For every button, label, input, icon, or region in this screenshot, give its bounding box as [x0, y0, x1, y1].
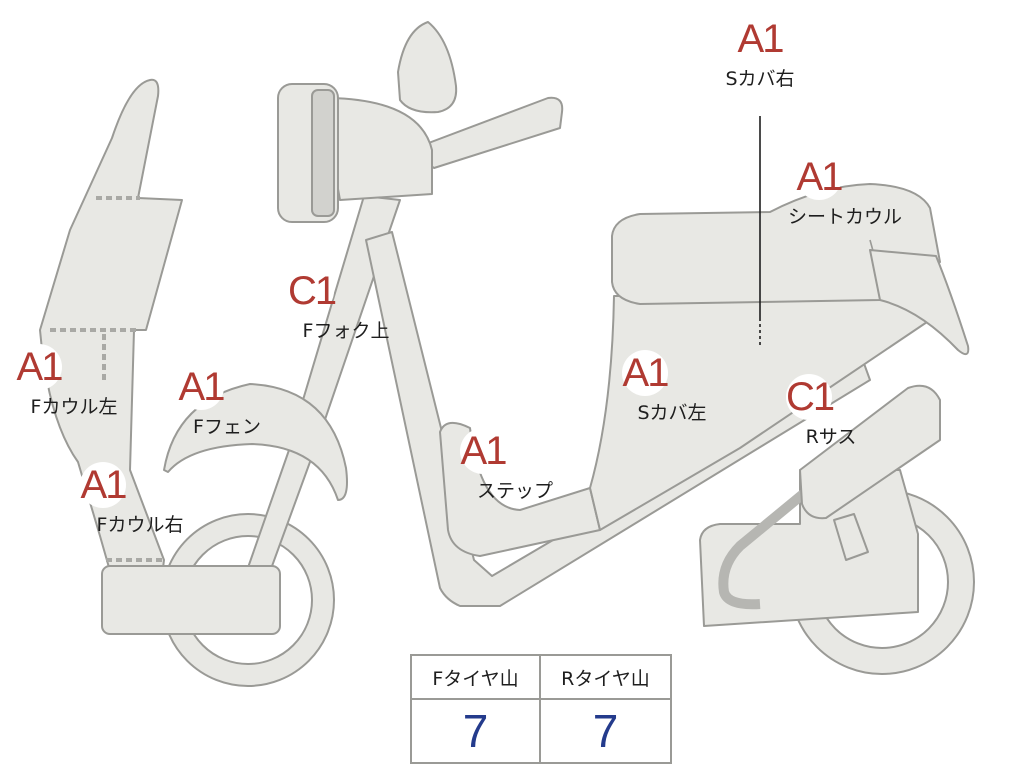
marker-f-fork-upper: C1 Fフォク上 — [276, 268, 416, 343]
part-label: Sカバ右 — [725, 68, 795, 90]
damage-code: A1 — [737, 17, 785, 61]
headlight-rim — [311, 89, 335, 217]
part-label: Fフェン — [193, 416, 261, 438]
marker-r-suspension: C1 Rサス — [786, 374, 876, 449]
front-tire-value: 7 — [412, 700, 541, 762]
marker-badge: A1 — [622, 350, 670, 396]
damage-code: A1 — [178, 365, 226, 409]
damage-code: A1 — [16, 345, 64, 389]
damage-code: C1 — [786, 375, 835, 419]
engine — [699, 469, 919, 627]
damage-code: A1 — [460, 429, 508, 473]
rear-tire-value: 7 — [592, 705, 619, 757]
tail-cowl — [869, 249, 970, 356]
marker-f-fender: A1 Fフェン — [172, 364, 282, 439]
part-label: Sカバ左 — [637, 402, 707, 424]
part-label: Fカウル左 — [30, 396, 118, 418]
damage-code: A1 — [622, 351, 670, 395]
rear-shock-spring — [833, 513, 869, 561]
marker-s-cover-left: A1 Sカバ左 — [622, 350, 722, 425]
marker-badge: A1 — [737, 16, 785, 62]
seat — [611, 183, 941, 305]
floor-step — [439, 421, 601, 557]
handlebar — [409, 96, 564, 169]
front-fender — [163, 383, 348, 501]
marker-badge: C1 — [288, 268, 337, 314]
tire-tread-table: Fタイヤ山 Rタイヤ山 7 7 — [410, 654, 672, 764]
damage-code: C1 — [288, 269, 337, 313]
part-label: Fフォク上 — [302, 320, 390, 342]
exhaust-pipe — [718, 486, 812, 610]
part-label: Rサス — [805, 426, 857, 448]
marker-badge: A1 — [178, 364, 226, 410]
marker-step: A1 ステップ — [460, 428, 570, 503]
marker-s-cover-right: A1 Sカバ右 — [724, 16, 796, 91]
damage-code: A1 — [796, 155, 844, 199]
marker-f-cowl-left: A1 Fカウル左 — [14, 344, 134, 419]
marker-badge: C1 — [786, 374, 835, 420]
headlight-housing — [329, 97, 433, 201]
rear-shock — [799, 384, 941, 520]
damage-code: A1 — [80, 463, 128, 507]
part-label: ステップ — [476, 480, 553, 502]
part-label: シートカウル — [787, 206, 902, 228]
marker-seat-cowl: A1 シートカウル — [770, 154, 920, 229]
part-label: Fカウル右 — [96, 514, 184, 536]
marker-f-cowl-right: A1 Fカウル右 — [80, 462, 200, 537]
marker-badge: A1 — [16, 344, 64, 390]
rear-tire-header: Rタイヤ山 — [541, 656, 670, 700]
front-cowl-bottom — [101, 565, 281, 635]
front-tire-header: Fタイヤ山 — [412, 656, 541, 700]
marker-badge: A1 — [80, 462, 128, 508]
marker-badge: A1 — [796, 154, 844, 200]
marker-badge: A1 — [460, 428, 508, 474]
windscreen — [397, 21, 458, 114]
